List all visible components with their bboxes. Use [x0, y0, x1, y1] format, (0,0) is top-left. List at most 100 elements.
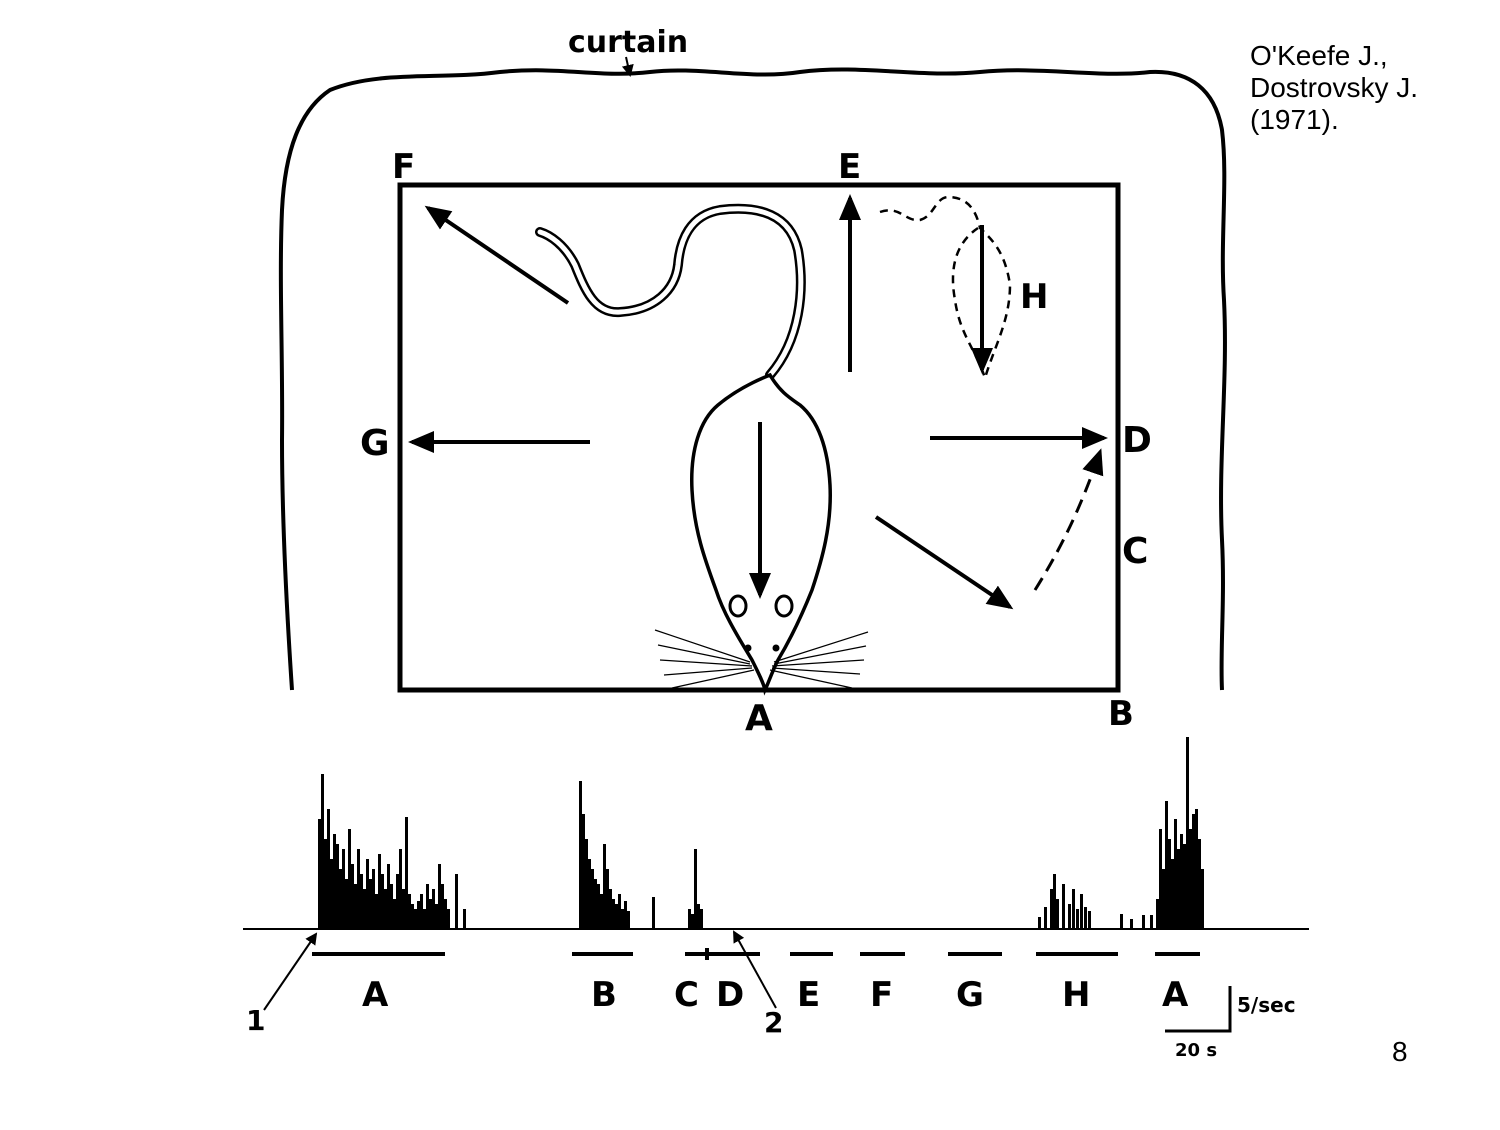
spike-bar [600, 894, 603, 929]
spike-bar [606, 869, 609, 929]
spike-bar [1130, 919, 1133, 929]
spike-bar [414, 909, 417, 929]
spike-bar [381, 874, 384, 929]
spike-bar [339, 869, 342, 929]
spike-bar [615, 904, 618, 929]
spike-bar [691, 914, 694, 929]
spike-bar [345, 879, 348, 929]
segment-label-A1: A [362, 975, 389, 1015]
spike-bar [1150, 915, 1153, 929]
spike-bar [354, 884, 357, 929]
spike-bar [1068, 904, 1071, 929]
spike-bar [1165, 801, 1168, 929]
spike-bar [621, 909, 624, 929]
spike-bar [396, 874, 399, 929]
spike-bar [318, 819, 321, 929]
spike-bar [1062, 884, 1065, 929]
spike-bar [624, 901, 627, 929]
spike-bar [1192, 814, 1195, 929]
marker-2: 2 [764, 1006, 783, 1039]
spike-bar [1162, 869, 1165, 929]
page-number: 8 [1392, 1036, 1408, 1067]
spike-bar [417, 901, 420, 929]
label-A: A [745, 698, 773, 739]
label-G: G [360, 423, 390, 464]
spike-bar [348, 829, 351, 929]
spike-bar [375, 894, 378, 929]
spike-bar [1180, 834, 1183, 929]
spike-bar [366, 859, 369, 929]
label-D: D [1122, 420, 1152, 461]
citation-line-2: Dostrovsky J. [1250, 72, 1419, 103]
spike-bar [357, 849, 360, 929]
spike-bar [1056, 899, 1059, 929]
spike-bar [652, 897, 655, 929]
spike-bar [1156, 899, 1159, 929]
scale-time-label: 20 s [1175, 1040, 1217, 1061]
spike-bar [378, 854, 381, 929]
spike-bar [1088, 911, 1091, 929]
spike-bar [1171, 859, 1174, 929]
rat-whiskers [654, 629, 869, 689]
spike-bar [426, 884, 429, 929]
segment-label-H: H [1062, 975, 1090, 1015]
spike-bar [420, 894, 423, 929]
segment-bars [312, 948, 1200, 960]
segment-label-D: D [716, 975, 744, 1015]
curtain-outline [278, 67, 1227, 691]
spike-bar [1189, 829, 1192, 929]
segment-label-E: E [797, 975, 820, 1015]
spike-bar [321, 774, 324, 929]
spike-bar [588, 859, 591, 929]
label-C: C [1122, 531, 1148, 572]
spike-bar [1072, 889, 1075, 929]
spike-bar [612, 899, 615, 929]
rat-tail [535, 203, 806, 380]
spike-bar [1195, 809, 1198, 929]
spike-bar [585, 839, 588, 929]
spike-bar [330, 859, 333, 929]
spike-bar [1084, 907, 1087, 929]
spike-bar [609, 889, 612, 929]
spike-bar [342, 849, 345, 929]
spike-bar [405, 817, 408, 929]
spike-bar [1053, 874, 1056, 929]
spike-bar [336, 844, 339, 929]
spike-bar [447, 909, 450, 929]
marker-2-pointer [733, 930, 777, 1009]
arena-box [397, 182, 1121, 693]
spike-bar [1159, 829, 1162, 929]
label-F: F [392, 147, 415, 187]
spike-bar [1177, 849, 1180, 929]
spike-bar [455, 874, 458, 929]
segment-label-G: G [956, 975, 984, 1015]
spike-bar [463, 909, 466, 929]
spike-bar [694, 849, 697, 929]
label-E: E [838, 147, 861, 187]
spike-bar [393, 899, 396, 929]
spike-bar [423, 909, 426, 929]
spike-bar [390, 884, 393, 929]
spike-bar [603, 844, 606, 929]
segment-label-B: B [591, 975, 617, 1015]
spike-bar [441, 884, 444, 929]
spike-bar [591, 869, 594, 929]
spike-bar [432, 889, 435, 929]
spike-bar [582, 814, 585, 929]
spike-bar [579, 781, 582, 929]
rat [535, 203, 869, 696]
spike-bar [411, 904, 414, 929]
label-B: B [1108, 694, 1134, 734]
curtain-label: curtain [568, 25, 688, 60]
spike-bar [444, 899, 447, 929]
spike-bar [688, 909, 691, 929]
spike-bar [435, 904, 438, 929]
segment-label-C: C [674, 975, 699, 1015]
spike-bar [399, 849, 402, 929]
spike-bar [1076, 909, 1079, 929]
spike-bar [1174, 819, 1177, 929]
spike-bar [627, 911, 630, 929]
scale-rate-label: 5/sec [1237, 993, 1296, 1017]
spike-bar [597, 884, 600, 929]
spike-bar [1050, 889, 1053, 929]
